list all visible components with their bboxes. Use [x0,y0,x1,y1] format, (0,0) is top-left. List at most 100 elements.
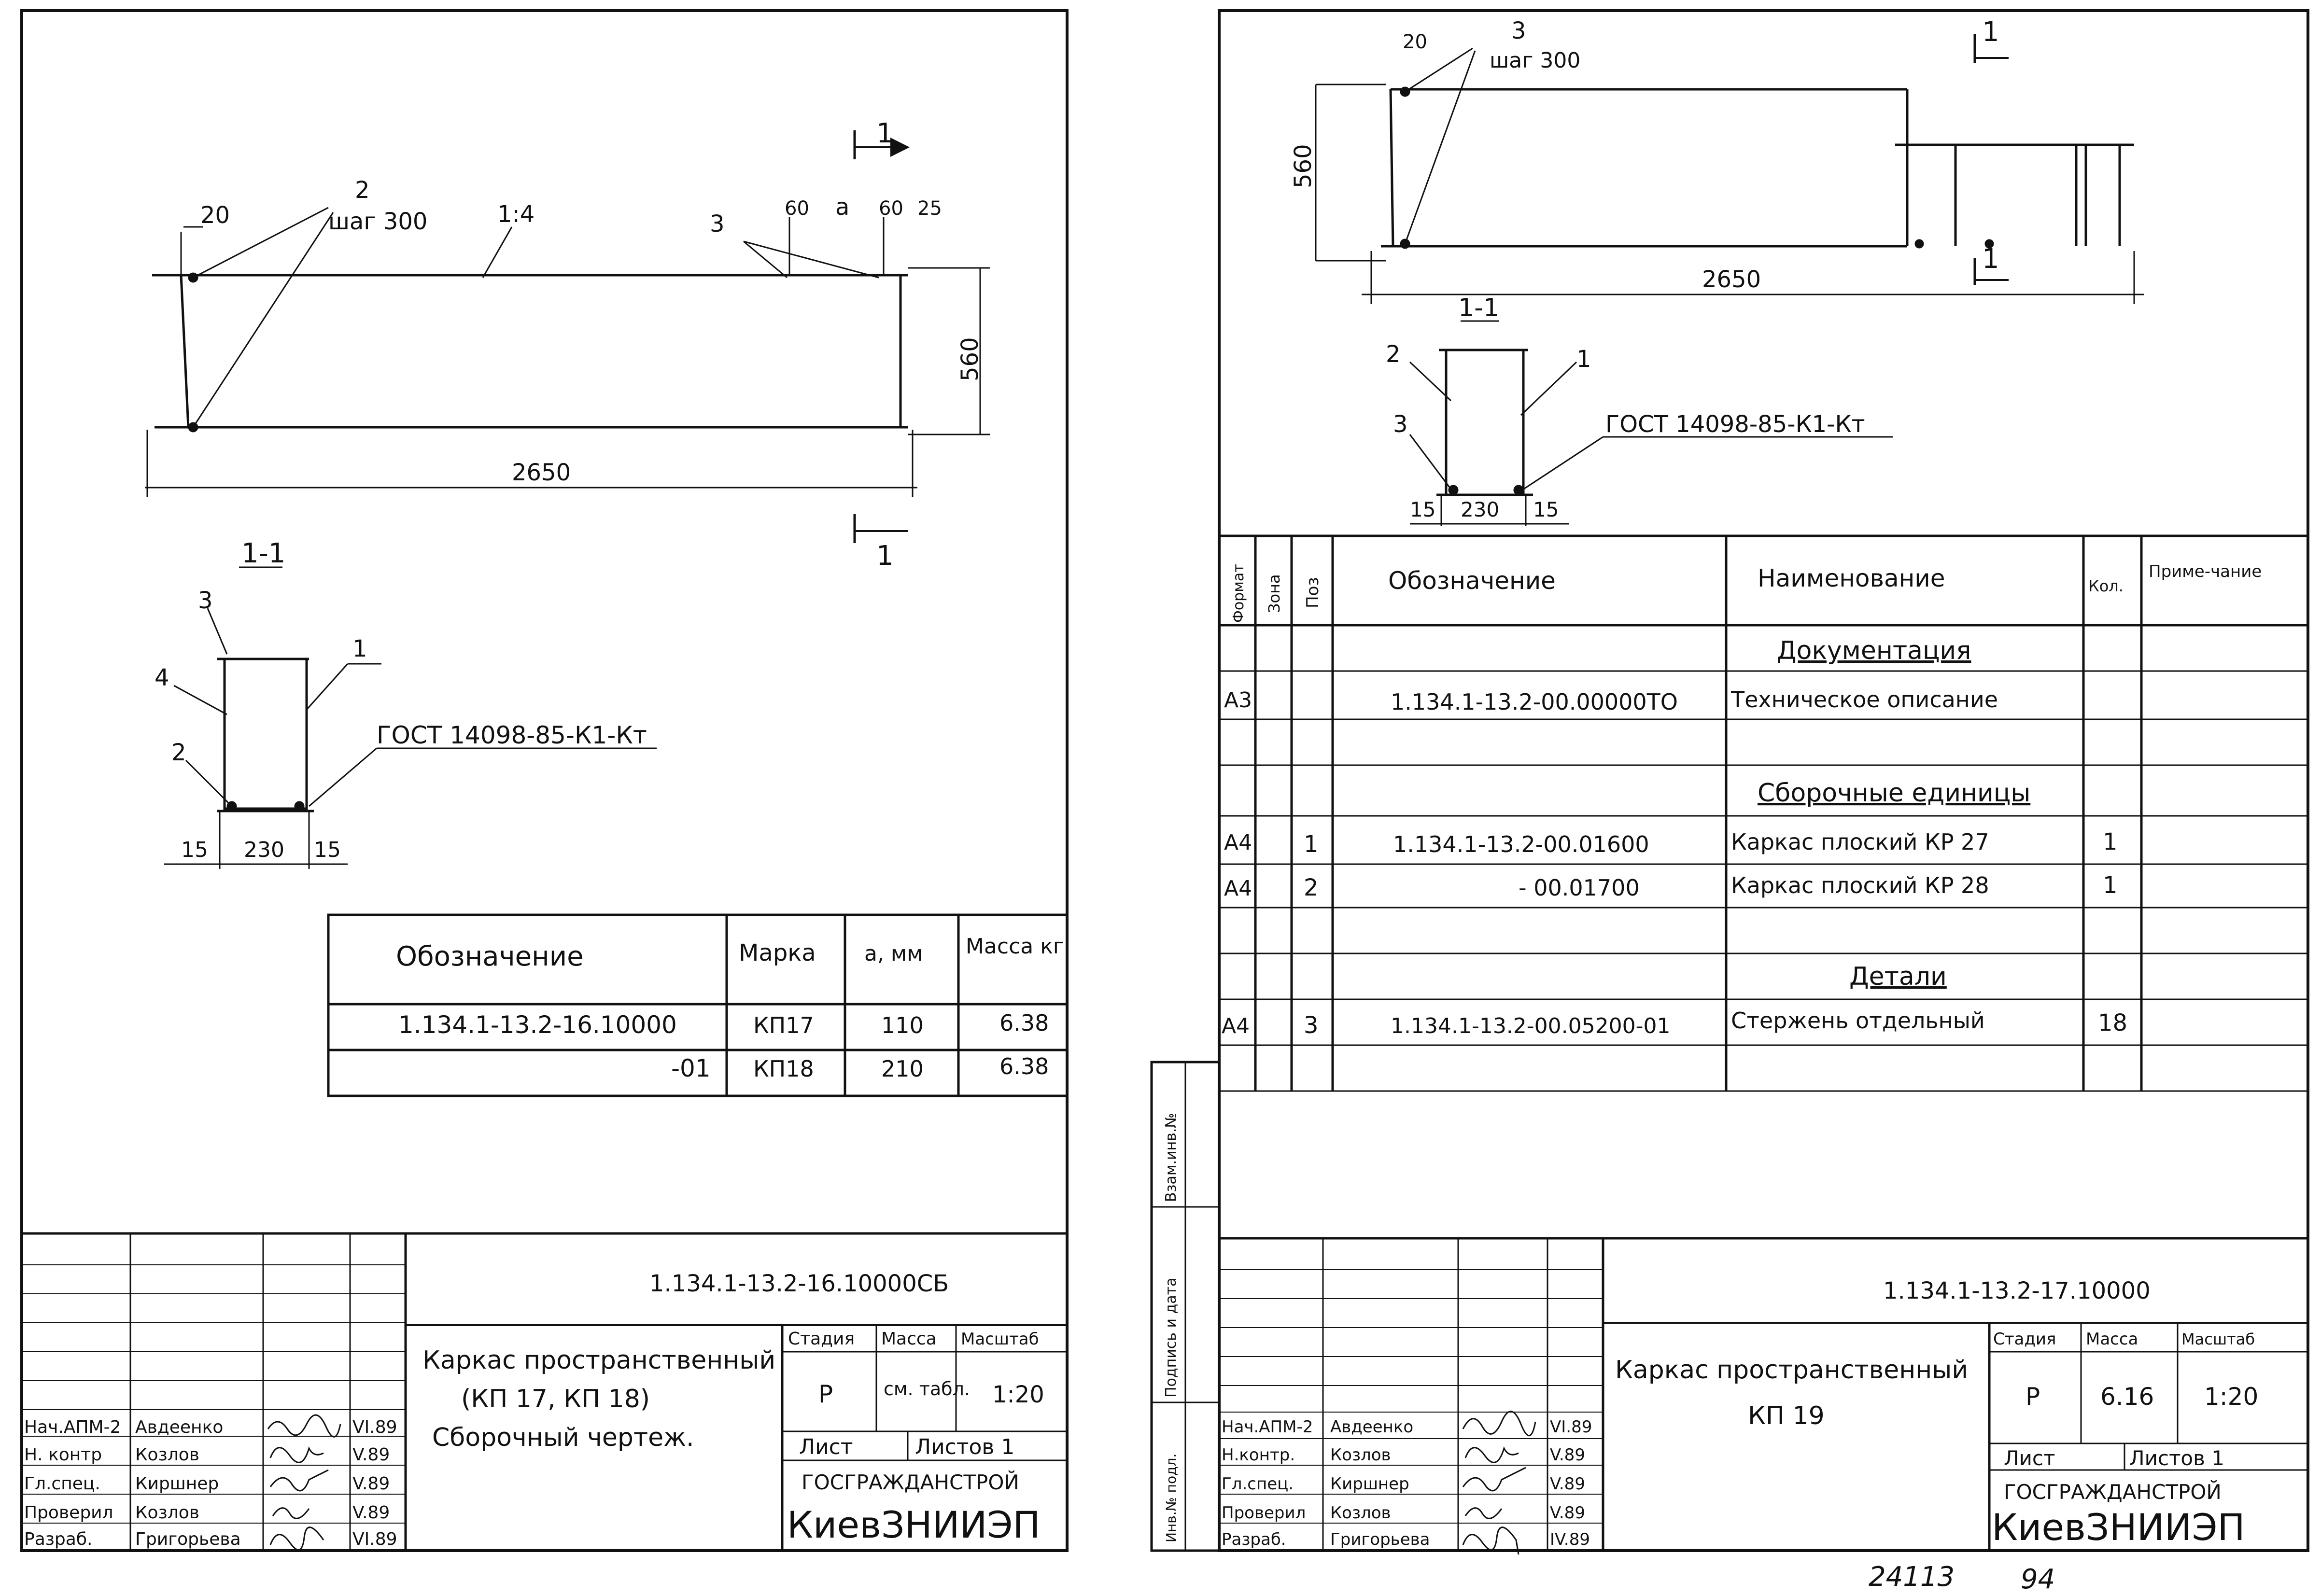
r-dim-15a: 15 [1410,498,1435,521]
right-doc-code: 1.134.1-13.2-17.10000 [1883,1277,2151,1304]
left-doc-code: 1.134.1-13.2-16.10000СБ [649,1270,949,1297]
spec-row-9-format: А4 [1222,1014,1250,1038]
left-scale: 1:20 [992,1381,1044,1408]
left-name-line1: Каркас пространственный [422,1346,775,1375]
spec-row-5-qty: 1 [2103,828,2118,855]
side-label-3: Инв.№ подл. [1163,1454,1179,1542]
right-staff-role-4: Проверил [1222,1503,1306,1523]
left-mass: см. табл. [884,1378,970,1400]
section-callout-1: 1 [352,635,367,662]
r-section-callout-2: 2 [1386,341,1401,368]
section-callout-4: 4 [155,664,169,691]
callout-3: 3 [710,210,725,238]
mass-row-1-mark: КП17 [753,1012,814,1038]
left-mass-label: Масса [881,1329,937,1349]
spec-row-9-qty: 18 [2098,1009,2127,1036]
left-org1: ГОСГРАЖДАНСТРОЙ [802,1470,1019,1494]
left-scale-label: Масштаб [961,1330,1039,1349]
left-sheet [20,9,1069,1552]
left-mass-table [327,913,1069,1097]
left-sheets-label: Листов 1 [915,1435,1014,1459]
dim-20: 20 [200,202,230,229]
dim-230: 230 [244,838,284,862]
right-staff-name-2: Козлов [1330,1445,1391,1465]
right-stage-label: Стадия [1993,1330,2056,1349]
spec-header-zone: Зона [1265,574,1283,613]
r-dim-560: 560 [1290,144,1317,188]
spec-row-6-qty: 1 [2103,872,2118,899]
spec-header-designation: Обозначение [1388,567,1556,595]
right-scale: 1:20 [2204,1383,2258,1411]
footer-number-2: 94 [2021,1564,2055,1595]
left-staff-name-1: Авдеенко [135,1417,223,1437]
r-weld-note: ГОСТ 14098-85-К1-Кт [1605,411,1865,438]
side-label-1: Взам.инв.№ [1163,1113,1180,1202]
spec-header-name: Наименование [1758,564,1945,592]
right-staff-date-1: VI.89 [1550,1417,1592,1437]
right-staff-name-3: Киршнер [1330,1474,1409,1494]
mass-row-2-a: 210 [881,1056,924,1082]
left-staff-date-5: VI.89 [352,1529,397,1549]
right-staff-date-5: IV.89 [1550,1530,1590,1549]
r-section-mark-top: 1 [1982,16,1999,48]
dim-60b: 60 [879,197,903,220]
mass-table-header-a: a, мм [864,941,923,966]
right-staff-date-4: V.89 [1550,1503,1585,1523]
spec-header-qty: Кол. [2088,577,2124,595]
left-staff-name-2: Козлов [135,1445,199,1465]
spec-header-format: Формат [1230,564,1247,623]
left-staff-role-1: Нач.АПМ-2 [24,1417,121,1437]
mass-row-2-mass: 6.38 [999,1053,1049,1079]
right-name-line1: Каркас пространственный [1615,1356,1968,1385]
spec-row-5-format: А4 [1224,830,1252,855]
spec-row-6-designation: - 00.01700 [1519,875,1640,901]
right-sheet [1150,9,2309,1552]
left-staff-date-1: VI.89 [352,1417,397,1437]
left-signatures [267,1414,341,1551]
dim-15b: 15 [314,838,341,862]
mass-row-1-a: 110 [881,1012,924,1038]
left-sheet-frame [20,9,1069,1552]
right-sheet-frame [1218,9,2309,1552]
left-org2: КиевЗНИИЭП [787,1503,1041,1546]
left-title-block [22,1232,1067,1551]
r-dim-15b: 15 [1533,498,1559,521]
right-mass-label: Масса [2086,1330,2138,1349]
left-stage: Р [818,1380,833,1408]
r-callout-3: 3 [1511,17,1526,44]
callout-2: 2 [355,177,370,204]
right-elevation [1315,34,2144,304]
right-title-block [1219,1237,2308,1551]
spec-row-5-pos: 1 [1304,831,1319,858]
mass-row-1-mass: 6.38 [999,1010,1049,1036]
r-section-mark-bottom: 1 [1982,243,1999,275]
r-dim-230: 230 [1461,498,1499,521]
section-mark-bottom: 1 [876,540,894,572]
left-staff-date-3: V.89 [352,1474,390,1494]
spec-header-note: Приме-чание [2149,562,2262,581]
right-section [1409,320,1893,526]
dim-15a: 15 [181,838,208,862]
left-name-line2: (КП 17, КП 18) [461,1385,650,1414]
right-sheet-label: Лист [2004,1446,2055,1470]
side-label-2: Подпись и дата [1163,1278,1180,1398]
spec-row-8-name: Детали [1849,962,1947,991]
mass-row-2-designation: -01 [671,1054,711,1082]
spec-row-2-name: Техническое описание [1730,686,1998,713]
spec-row-6-format: А4 [1224,876,1252,901]
left-sheet-label: Лист [799,1435,853,1459]
dim-a: a [835,194,849,221]
r-pitch: шаг 300 [1490,48,1580,73]
left-staff-date-2: V.89 [352,1445,390,1465]
left-stage-label: Стадия [788,1329,855,1349]
right-staff-date-2: V.89 [1550,1445,1585,1465]
left-staff-role-2: Н. контр [24,1445,102,1465]
dim-60a: 60 [785,197,809,220]
right-staff-role-1: Нач.АПМ-2 [1222,1417,1313,1437]
r-section-callout-1: 1 [1576,346,1591,373]
footer-number-1: 24113 [1869,1561,1955,1593]
spec-row-9-designation: 1.134.1-13.2-00.05200-01 [1391,1014,1670,1038]
dim-560: 560 [957,337,984,381]
right-org1: ГОСГРАЖДАНСТРОЙ [2004,1480,2222,1504]
